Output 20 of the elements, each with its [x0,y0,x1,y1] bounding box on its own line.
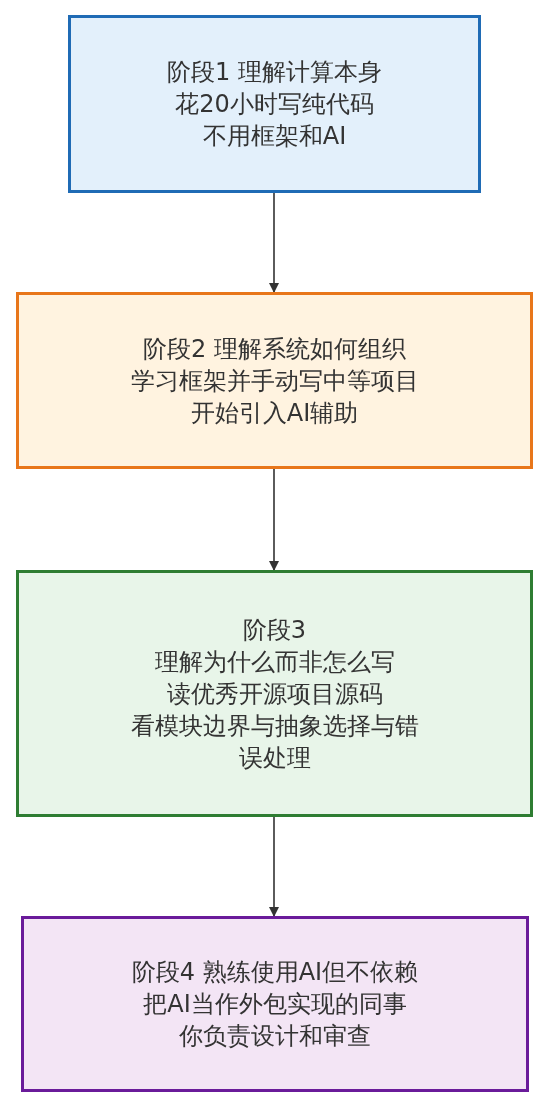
arrow [269,816,279,917]
box-text: 阶段2 理解系统如何组织 [143,333,406,365]
box-text: 阶段4 熟练使用AI但不依赖 [131,957,419,988]
process-box [16,292,533,469]
arrow [269,192,279,293]
box-text: 你负责设计和审查 [179,1021,371,1052]
box-text: 学习框架并手动写中等项目 [130,365,419,397]
box-text: 读优秀开源项目源码 [166,678,383,710]
box-text: 理解为什么而非怎么写 [154,646,395,678]
arrow [269,468,279,571]
box-text: 阶段1 理解计算本身 [167,57,382,88]
box-text: 把AI当作外包实现的同事 [143,989,407,1020]
box-text: 开始引入AI辅助 [190,397,359,429]
box-text: 不用框架和AI [202,121,347,152]
box-text: 花20小时写纯代码 [175,89,374,120]
process-box [21,916,529,1092]
box-text: 看模块边界与抽象选择与错误处理 [129,710,420,774]
process-box [16,570,533,817]
process-box [68,15,481,193]
box-text: 阶段3 [242,614,307,646]
